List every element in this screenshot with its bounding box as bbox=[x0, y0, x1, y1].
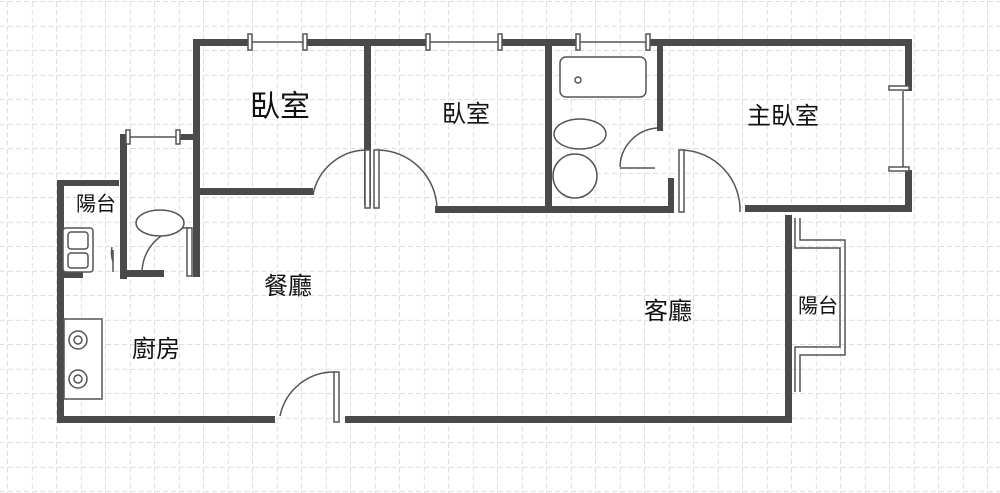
label-bedroom-2: 臥室 bbox=[442, 100, 490, 128]
windows bbox=[125, 33, 910, 172]
east-balcony-rail bbox=[794, 218, 846, 392]
toilet-master bbox=[553, 118, 607, 150]
label-master-bedroom: 主臥室 bbox=[747, 102, 819, 130]
label-living-room: 客廳 bbox=[644, 297, 692, 325]
room-labels: 臥室 臥室 主臥室 陽台 餐廳 客廳 廚房 陽台 bbox=[76, 90, 838, 364]
toilet-small bbox=[135, 209, 185, 237]
sink-master bbox=[552, 153, 598, 199]
label-dining-room: 餐廳 bbox=[264, 272, 312, 300]
label-kitchen: 廚房 bbox=[132, 335, 180, 363]
fixtures bbox=[62, 56, 846, 400]
label-balcony-west: 陽台 bbox=[76, 192, 116, 216]
label-bedroom-1: 臥室 bbox=[250, 90, 310, 125]
bathtub bbox=[559, 56, 647, 98]
walls bbox=[57, 39, 912, 423]
label-balcony-east: 陽台 bbox=[798, 294, 838, 318]
doors bbox=[110, 127, 741, 423]
